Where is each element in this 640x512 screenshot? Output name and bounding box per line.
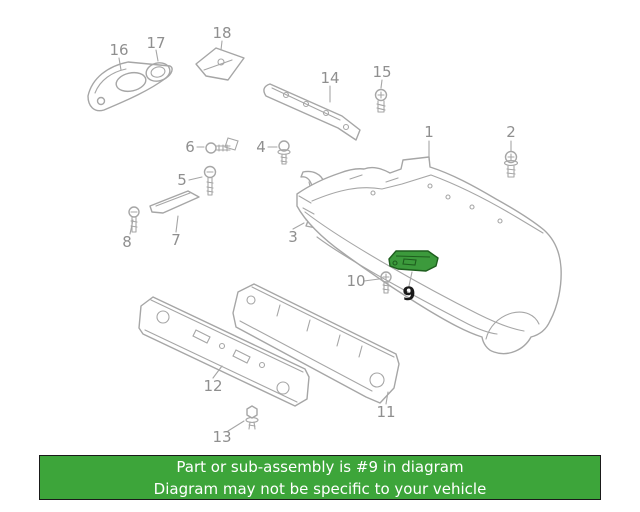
part-12-impact-bar	[138, 296, 310, 407]
info-banner: Part or sub-assembly is #9 in diagram Di…	[39, 455, 601, 500]
part-5-bolt	[203, 165, 217, 196]
part-label-16: 16	[109, 41, 129, 59]
part-label-12: 12	[203, 377, 223, 395]
part-label-14: 14	[320, 69, 340, 87]
part-17-ring	[145, 62, 171, 82]
part-label-13: 13	[212, 428, 232, 446]
part-10-screw	[380, 271, 392, 294]
part-7-bracket	[149, 190, 200, 214]
part-label-8: 8	[122, 233, 132, 251]
part-9-highlighted-bracket	[388, 250, 439, 272]
part-label-7: 7	[171, 231, 181, 249]
part-label-5: 5	[177, 171, 187, 189]
part-label-15: 15	[372, 63, 392, 81]
part-13-bolt	[245, 405, 259, 430]
part-18-bracket	[195, 47, 245, 81]
banner-line-1: Part or sub-assembly is #9 in diagram	[176, 458, 464, 476]
part-4-bolt	[277, 140, 291, 165]
banner-line-2: Diagram may not be specific to your vehi…	[153, 480, 487, 498]
part-8-screw	[128, 206, 140, 233]
part-label-1: 1	[424, 123, 434, 141]
part-2-bolt	[503, 150, 519, 178]
part-label-2: 2	[506, 123, 516, 141]
part-label-11: 11	[376, 403, 396, 421]
part-label-9-highlighted: 9	[402, 283, 416, 305]
leader-lines	[118, 40, 512, 432]
part-15-bolt	[374, 88, 388, 113]
part-label-4: 4	[256, 138, 266, 156]
part-6-bolt	[205, 137, 239, 154]
part-label-3: 3	[288, 228, 298, 246]
part-16-bracket	[87, 61, 173, 112]
part-label-18: 18	[212, 24, 232, 42]
part-label-10: 10	[346, 272, 366, 290]
part-label-6: 6	[185, 138, 195, 156]
part-label-17: 17	[146, 34, 166, 52]
part-14-strip	[263, 83, 361, 141]
